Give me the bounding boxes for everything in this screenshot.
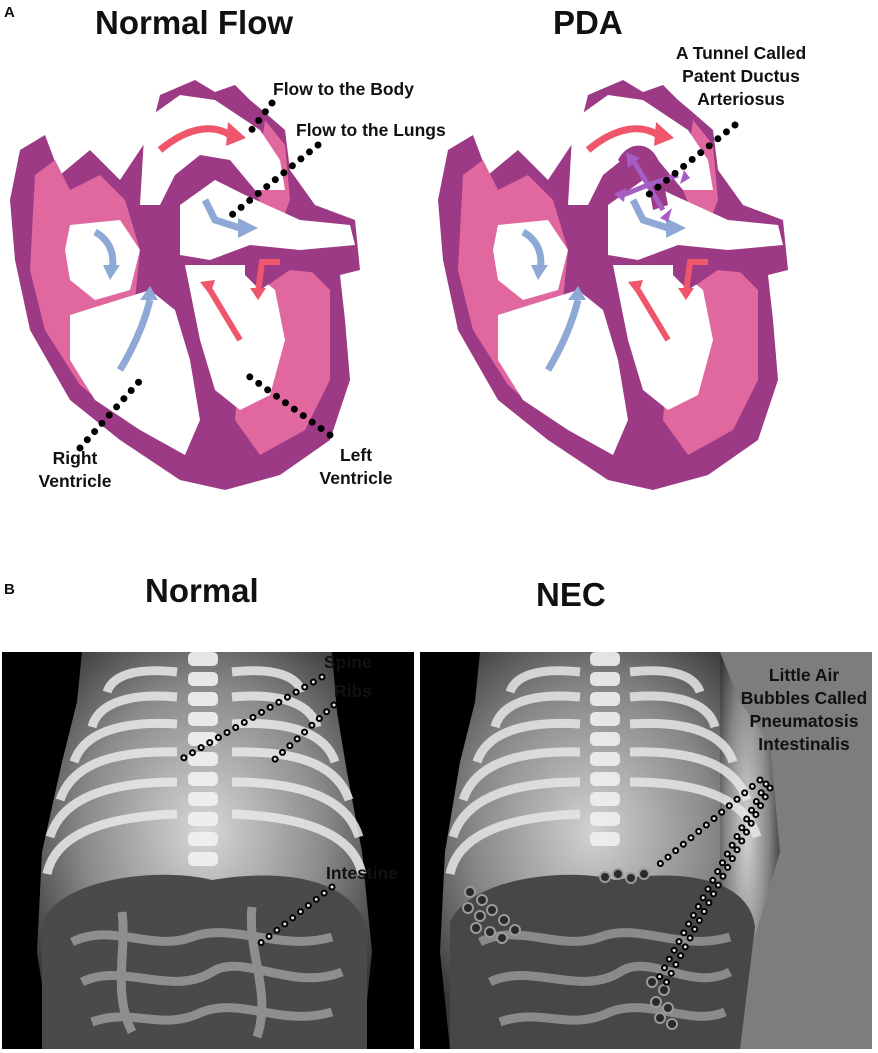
pda-title: PDA	[553, 4, 623, 41]
label-pda-tunnel-line2: Patent Ductus	[682, 66, 800, 86]
normal-heart	[10, 80, 360, 490]
label-pneumatosis-line2: Bubbles Called	[740, 688, 868, 708]
leader-intestine	[254, 883, 336, 949]
leader-lines-a	[76, 99, 739, 452]
panel-b-letter: B	[4, 581, 15, 598]
label-right-ventricle-line1: Right	[52, 448, 98, 468]
label-pda-tunnel: A Tunnel Called Patent Ductus Arteriosus	[652, 42, 830, 111]
panel-a-letter: A	[4, 4, 15, 21]
label-pneumatosis-intestinalis: Little Air Bubbles Called Pneumatosis In…	[734, 664, 874, 756]
label-pneumatosis-line1: Little Air	[768, 665, 840, 685]
red-flow-arrow-lower	[207, 288, 243, 342]
nec-xray-image	[420, 652, 872, 1049]
normal-xray-image	[2, 652, 414, 1049]
right-ventricle-chamber	[70, 290, 200, 455]
normal-title: Normal	[145, 572, 259, 609]
label-pda-tunnel-line1: A Tunnel Called	[675, 43, 807, 63]
right-atrium	[65, 220, 140, 300]
label-flow-to-the-lungs: Flow to the Lungs	[296, 120, 446, 140]
leader-spine	[176, 673, 326, 764]
leader-pneumatosis-3	[651, 780, 770, 989]
leader-pda	[638, 121, 739, 204]
rib-cage	[42, 666, 367, 876]
label-right-ventricle: Right Ventricle	[30, 447, 120, 493]
label-flow-to-the-body: Flow to the Body	[273, 79, 414, 99]
aorta-chamber	[140, 95, 285, 205]
label-intestine: Intestine	[326, 863, 398, 883]
nec-title: NEC	[536, 576, 606, 613]
bowel-loops	[69, 906, 344, 1039]
label-pneumatosis-line3: Pneumatosis	[749, 711, 859, 731]
leader-flow-lungs	[224, 141, 322, 222]
ductus-purple-arrows	[614, 152, 690, 222]
label-left-ventricle: Left Ventricle	[308, 444, 404, 490]
leader-left-ventricle	[239, 368, 334, 439]
red-flow-arrow-top	[157, 125, 232, 153]
leader-flow-body	[246, 99, 276, 136]
pda-heart	[438, 80, 788, 490]
label-spine: Spine	[324, 652, 372, 672]
pneumatosis-bubbles	[462, 868, 678, 1030]
pulmonary-artery	[180, 180, 355, 260]
leader-pneumatosis-2	[661, 784, 774, 989]
left-ventricle-chamber	[185, 265, 285, 410]
leader-ribs	[268, 701, 338, 766]
label-left-ventricle-line2: Ventricle	[319, 468, 393, 488]
label-left-ventricle-line1: Left	[339, 445, 373, 465]
normal-flow-title: Normal Flow	[95, 4, 294, 41]
label-right-ventricle-line2: Ventricle	[38, 471, 112, 491]
label-pda-tunnel-line3: Arteriosus	[697, 89, 785, 109]
label-ribs: Ribs	[334, 681, 372, 701]
label-pneumatosis-line4: Intestinalis	[758, 734, 850, 754]
